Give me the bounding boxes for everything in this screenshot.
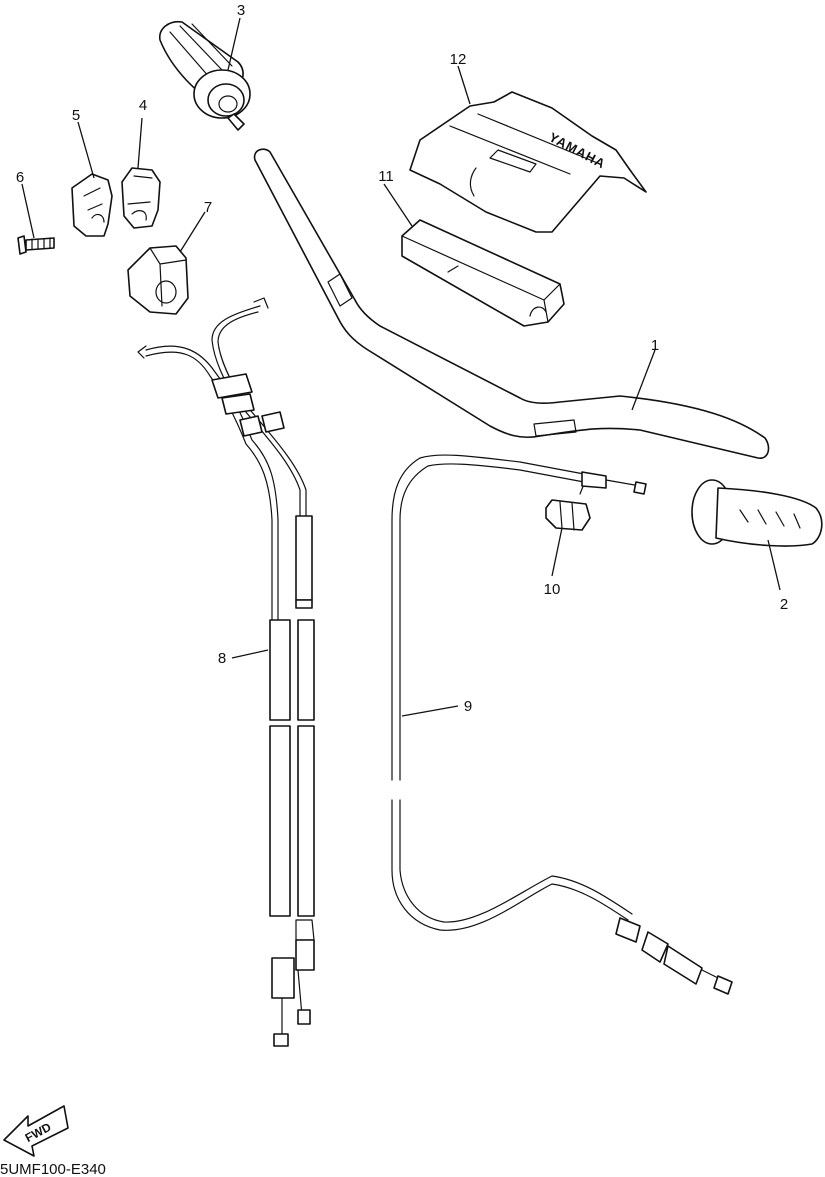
part-throttle-grip bbox=[159, 20, 251, 131]
part-clutch-cable bbox=[391, 454, 733, 995]
fwd-arrow-icon: FWD bbox=[3, 1105, 69, 1157]
diagram-code: 5UMF100-E340 bbox=[0, 1161, 106, 1177]
callout-9: 9 bbox=[464, 698, 472, 715]
callout-5: 5 bbox=[72, 107, 80, 124]
callout-10: 10 bbox=[544, 581, 561, 598]
part-pad-foam bbox=[401, 219, 565, 327]
callout-4: 4 bbox=[139, 97, 147, 114]
callout-1: 1 bbox=[651, 337, 659, 354]
callout-2: 2 bbox=[780, 596, 788, 613]
part-throttle-cables bbox=[137, 297, 315, 1047]
part-adjuster bbox=[545, 483, 591, 531]
part-holder-upper bbox=[121, 167, 161, 229]
callout-8: 8 bbox=[218, 650, 226, 667]
part-holder-lower bbox=[71, 173, 113, 237]
part-switch-holder bbox=[127, 245, 189, 315]
callout-3: 3 bbox=[237, 2, 245, 19]
callout-11: 11 bbox=[378, 168, 394, 185]
callout-6: 6 bbox=[16, 169, 24, 186]
part-handlebar-pad: YAMAHA bbox=[409, 91, 647, 233]
part-grip bbox=[691, 479, 823, 547]
part-handlebar bbox=[253, 148, 770, 459]
part-screw bbox=[17, 235, 55, 255]
callout-12: 12 bbox=[450, 51, 467, 68]
callout-7: 7 bbox=[204, 199, 212, 216]
leader-lines bbox=[21, 17, 781, 717]
